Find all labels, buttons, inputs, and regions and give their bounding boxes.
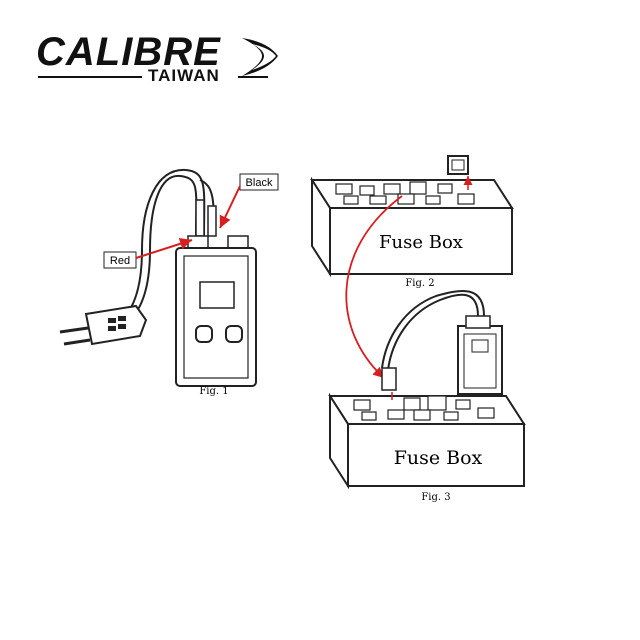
fuse-adapter-plug — [59, 304, 148, 346]
logo-subtitle: TAIWAN — [148, 66, 220, 85]
label-black: Black — [246, 177, 273, 189]
fig3-box-label: Fuse Box — [394, 447, 483, 469]
fig2-box-label: Fuse Box — [379, 232, 463, 253]
figure-2: Fuse Box Fig. 2 — [310, 155, 514, 289]
fig2-caption: Fig. 2 — [405, 278, 434, 289]
fig3-caption: Fig. 3 — [421, 492, 450, 503]
logo-rule-left — [38, 76, 142, 78]
fig1-caption: Fig. 1 — [199, 386, 228, 397]
figure-3: Fuse Box Fig. 3 — [328, 289, 526, 503]
logo-swoosh-icon — [242, 38, 278, 76]
figure-1: Black Red Fig. 1 — [59, 168, 279, 397]
logo-rule-right — [238, 76, 268, 78]
label-red: Red — [110, 255, 130, 267]
transfer-arrow — [345, 195, 403, 379]
logo-wordmark: CALIBRE — [36, 30, 221, 74]
